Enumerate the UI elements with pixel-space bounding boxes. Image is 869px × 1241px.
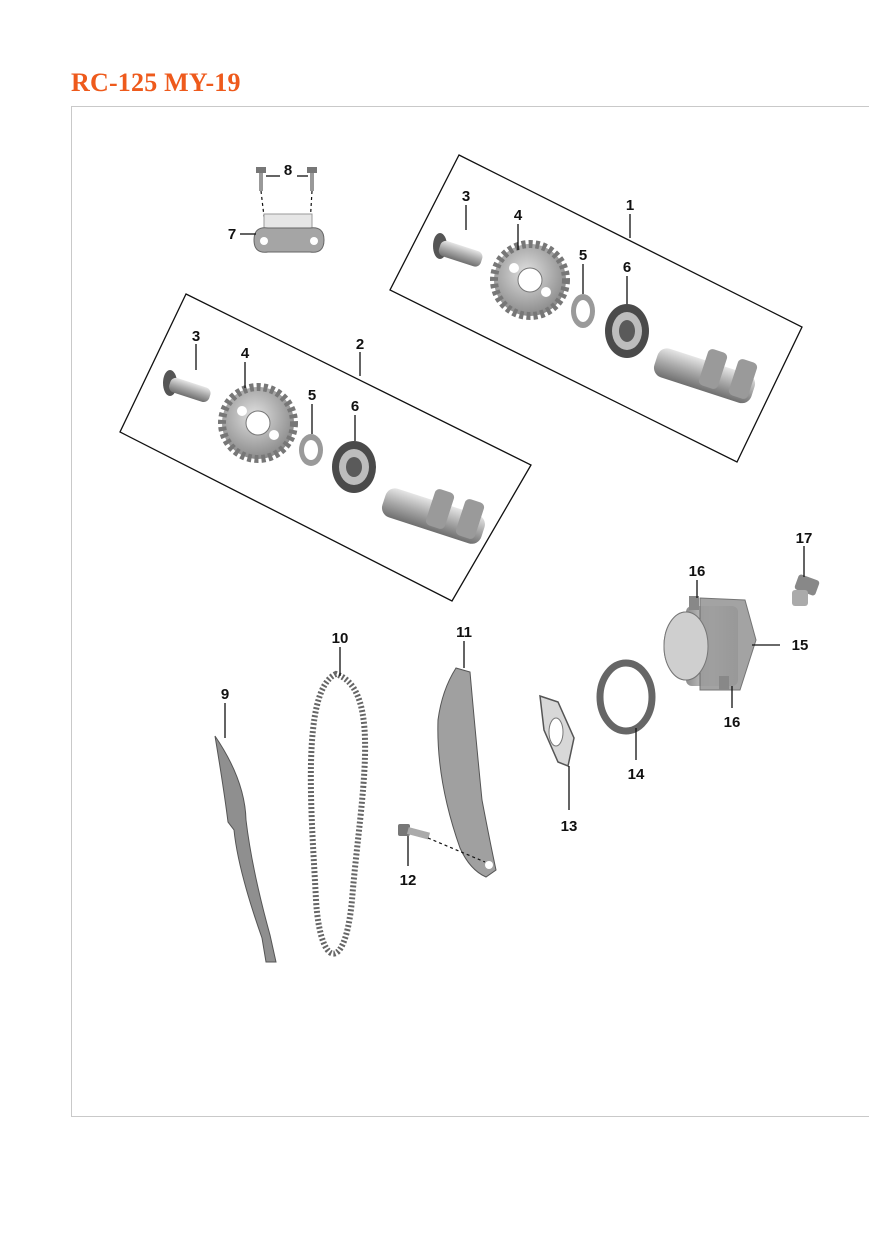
- camshaft-stub-part-3b: [163, 370, 211, 403]
- callout-3a: 3: [462, 188, 470, 205]
- callout-4b: 4: [241, 345, 250, 362]
- bracket-part-7: [253, 213, 325, 253]
- screws-part-8: [256, 167, 317, 191]
- screw-part-12: [398, 824, 431, 840]
- gasket-part-13: [539, 694, 575, 768]
- spacer-ring-part-5: [571, 294, 595, 328]
- tensioner-housing-part-15: [663, 597, 757, 691]
- camshaft-stub-part-3: [433, 233, 483, 267]
- spacer-ring-part-5b: [299, 434, 323, 466]
- callout-10: 10: [332, 630, 349, 647]
- studs-part-16: [689, 596, 729, 690]
- callout-5a: 5: [579, 247, 587, 264]
- o-ring-part-14: [596, 659, 656, 735]
- callout-13: 13: [561, 818, 578, 835]
- callout-8: 8: [284, 162, 292, 179]
- bearing-part-6b: [332, 441, 376, 493]
- group-1-outline: [389, 154, 803, 463]
- callout-1: 1: [626, 197, 634, 214]
- callout-17: 17: [796, 530, 813, 547]
- plug-screw-part-17: [792, 574, 820, 606]
- chain-guide-part-9: [214, 735, 277, 963]
- diagram-frame: [71, 106, 869, 1117]
- callout-9: 9: [221, 686, 229, 703]
- callout-15: 15: [792, 637, 809, 654]
- callout-16b: 16: [724, 714, 741, 731]
- callout-14: 14: [628, 766, 645, 783]
- callout-11: 11: [456, 624, 472, 641]
- page-title: RC-125 MY-19: [71, 68, 241, 97]
- screw-12-path: [427, 837, 486, 863]
- callout-2: 2: [356, 336, 364, 353]
- callout-4a: 4: [514, 207, 523, 224]
- callout-5b: 5: [308, 387, 316, 404]
- camshaft-part-1: [653, 348, 758, 404]
- group-2-outline: [119, 293, 532, 602]
- camshaft-part-2: [381, 488, 485, 544]
- callout-6b: 6: [351, 398, 359, 415]
- tensioner-rail-part-11: [437, 667, 497, 878]
- bearing-part-6: [605, 304, 649, 358]
- callout-6a: 6: [623, 259, 631, 276]
- camshaft-sprocket-part-4b: [218, 383, 298, 463]
- callout-7: 7: [228, 226, 236, 243]
- callout-16a: 16: [689, 563, 706, 580]
- callout-12: 12: [400, 872, 417, 889]
- camshaft-sprocket-part-4: [490, 240, 570, 320]
- callout-3b: 3: [192, 328, 200, 345]
- timing-chain-part-10: [307, 670, 369, 957]
